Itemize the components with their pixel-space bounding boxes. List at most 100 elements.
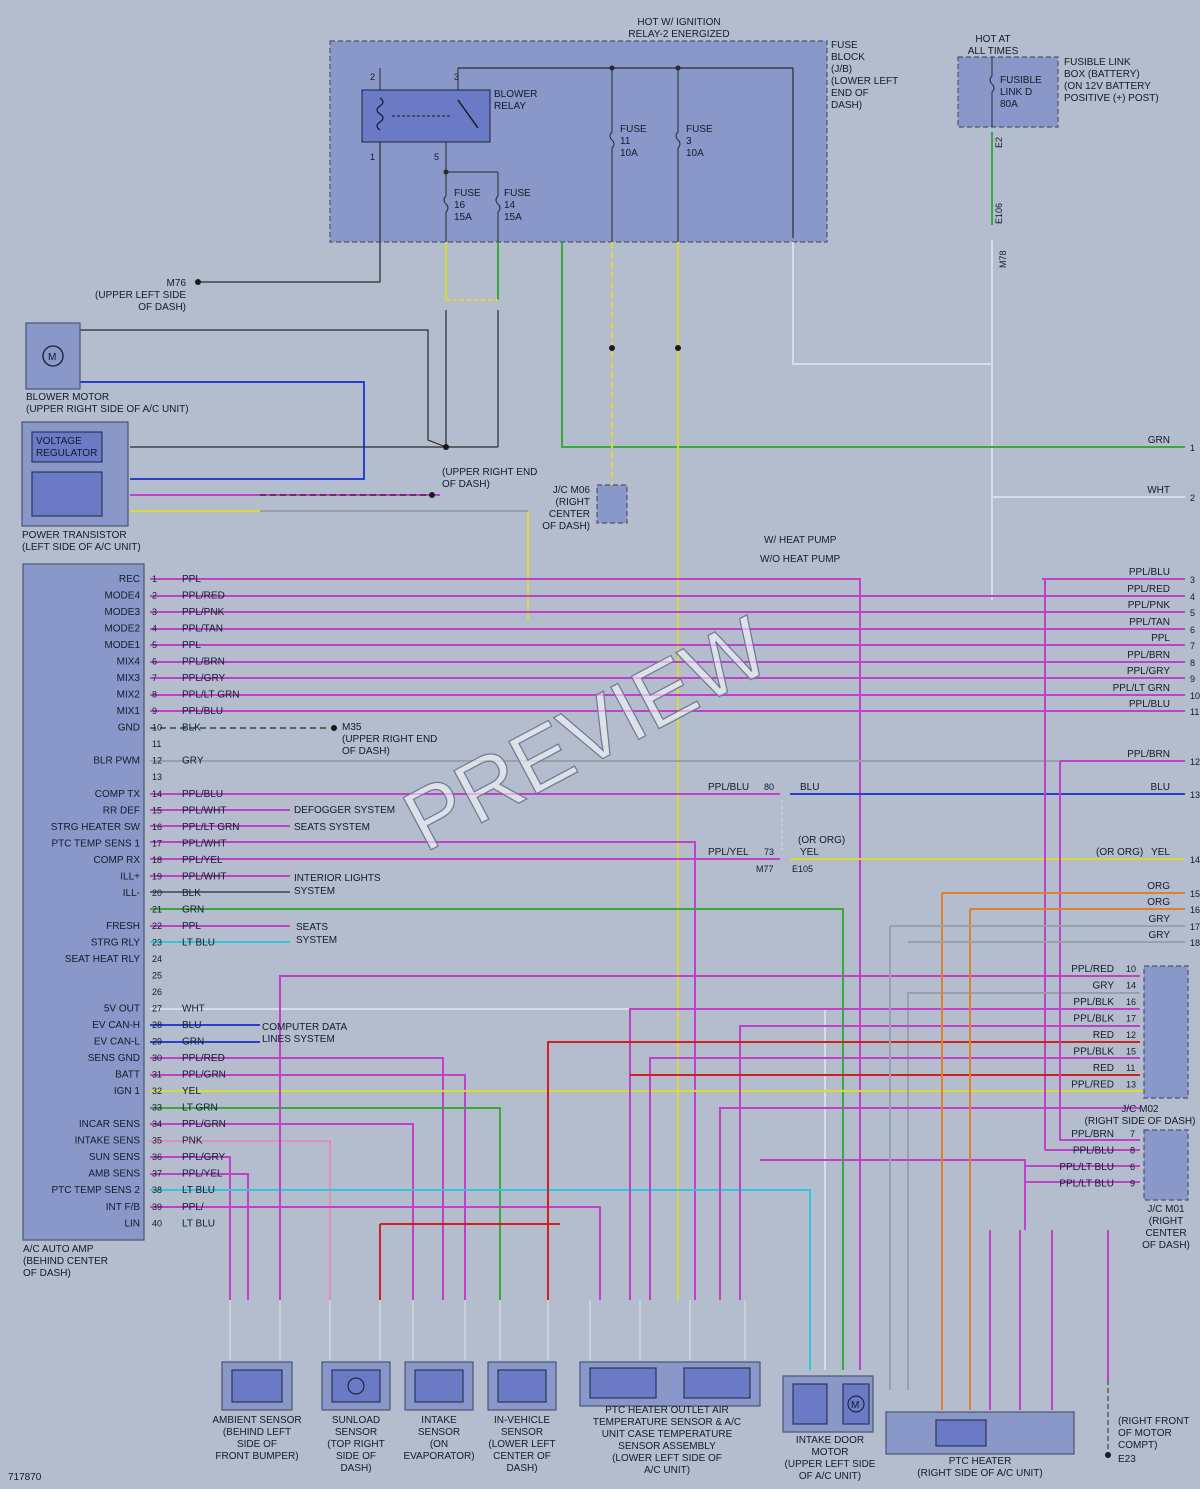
svg-text:OF DASH): OF DASH) xyxy=(1142,1240,1190,1251)
amp-pin-name: AMB SENS xyxy=(88,1169,140,1180)
jc-m02-pin: 14 xyxy=(1126,981,1136,991)
svg-text:14: 14 xyxy=(504,200,516,211)
amp-pin-name: MIX4 xyxy=(117,657,141,668)
svg-text:(UPPER RIGHT END: (UPPER RIGHT END xyxy=(442,467,537,478)
rail-wire-color: PPL/BRN xyxy=(1127,749,1170,760)
svg-text:FUSE: FUSE xyxy=(454,188,481,199)
svg-text:TEMPERATURE SENSOR & A/C: TEMPERATURE SENSOR & A/C xyxy=(593,1417,741,1428)
amp-pin-wire-color: PPL/LT GRN xyxy=(182,690,239,701)
svg-text:END OF: END OF xyxy=(831,88,869,99)
amp-pin-name: ILL+ xyxy=(120,871,140,882)
jc-m02-wire: PPL/BLK xyxy=(1073,997,1114,1008)
in-vehicle-sensor: IN-VEHICLE SENSOR (LOWER LEFT CENTER OF … xyxy=(487,1361,557,1474)
svg-text:DEFOGGER SYSTEM: DEFOGGER SYSTEM xyxy=(294,805,395,816)
rail-number: 4 xyxy=(1190,592,1195,602)
svg-text:SIDE OF: SIDE OF xyxy=(237,1439,277,1450)
m77-splice: PPL/BLU 80 BLU PPL/YEL 73 (OR ORG) YEL M… xyxy=(708,782,1143,874)
power-transistor: VOLTAGE REGULATOR POWER TRANSISTOR (LEFT… xyxy=(21,421,141,553)
amp-pin-name: GND xyxy=(118,723,140,734)
svg-text:REGULATOR: REGULATOR xyxy=(36,448,97,459)
svg-text:FUSE: FUSE xyxy=(686,124,713,135)
amp-pin-wire-color: PPL/WHT xyxy=(182,838,226,849)
amp-pin-name: MODE2 xyxy=(104,624,140,635)
fuse-block: FUSE BLOCK (J/B) (LOWER LEFT END OF DASH… xyxy=(329,40,898,243)
amp-pin-name: MODE4 xyxy=(104,591,140,602)
svg-text:IN-VEHICLE: IN-VEHICLE xyxy=(494,1415,550,1426)
rail-wire-color: PPL/GRY xyxy=(1127,666,1170,677)
svg-text:DASH): DASH) xyxy=(831,100,862,111)
amp-pin-number: 39 xyxy=(152,1202,162,1212)
rail-wire-color: PPL/RED xyxy=(1127,584,1170,595)
jc-m02-wire: PPL/BLK xyxy=(1073,1047,1114,1058)
svg-text:INTERIOR LIGHTS: INTERIOR LIGHTS xyxy=(294,873,381,884)
amp-pin-name: INT F/B xyxy=(106,1202,141,1213)
svg-text:M76: M76 xyxy=(167,278,187,289)
amp-pin-number: 18 xyxy=(152,855,162,865)
rail-number: 9 xyxy=(1190,674,1195,684)
amp-pin-number: 26 xyxy=(152,987,162,997)
right-rail: GRN1WHT2PPL/BLU3PPL/RED4PPL/PNK5PPL/TAN6… xyxy=(1113,435,1200,948)
svg-text:(LEFT SIDE OF A/C UNIT): (LEFT SIDE OF A/C UNIT) xyxy=(22,542,141,553)
svg-text:COMPT): COMPT) xyxy=(1118,1440,1157,1451)
svg-text:10A: 10A xyxy=(686,148,704,159)
rail-wire-color: PPL/BLU xyxy=(1129,699,1170,710)
jc-m02-pin: 12 xyxy=(1126,1030,1136,1040)
amp-pin-name: MIX2 xyxy=(117,690,141,701)
svg-text:BLOWER: BLOWER xyxy=(494,89,537,100)
svg-text:A/C AUTO AMP: A/C AUTO AMP xyxy=(23,1244,94,1255)
ground-m76: M76 (UPPER LEFT SIDE OF DASH) xyxy=(95,278,201,313)
amp-pin-wire-color: BLK xyxy=(182,723,201,734)
amp-pin-wire-color: PNK xyxy=(182,1136,203,1147)
fusible-link-box: FUSIBLE LINK D 80A FUSIBLE LINK BOX (BAT… xyxy=(957,56,1159,268)
blower-relay: BLOWER RELAY 2 3 1 5 xyxy=(361,68,537,162)
amp-pin-wire-color: PPL/PNK xyxy=(182,607,225,618)
amp-pin-wire-color: PPL/BRN xyxy=(182,657,225,668)
svg-text:E23: E23 xyxy=(1118,1454,1136,1465)
rail-wire-color: WHT xyxy=(1147,485,1170,496)
amp-pin-name: MODE3 xyxy=(104,607,140,618)
svg-text:10A: 10A xyxy=(620,148,638,159)
amp-pin-name: MIX3 xyxy=(117,673,141,684)
amp-pin-wire-color: PPL/GRN xyxy=(182,1119,226,1130)
svg-text:80: 80 xyxy=(764,782,774,792)
amp-pin-number: 15 xyxy=(152,805,162,815)
rail-wire-color: ORG xyxy=(1147,881,1170,892)
svg-text:SEATS SYSTEM: SEATS SYSTEM xyxy=(294,822,370,833)
amp-pin-number: 21 xyxy=(152,904,162,914)
jc-m02-pin: 16 xyxy=(1126,997,1136,1007)
jc-m02-wire: RED xyxy=(1093,1063,1114,1074)
svg-text:POSITIVE (+) POST): POSITIVE (+) POST) xyxy=(1064,93,1159,104)
amp-pin-name: IGN 1 xyxy=(114,1086,141,1097)
rail-number: 13 xyxy=(1190,790,1200,800)
amp-pin-number: 4 xyxy=(152,624,157,634)
svg-text:BLU: BLU xyxy=(800,782,819,793)
intake-door-motor: M INTAKE DOOR MOTOR (UPPER LEFT SIDE OF … xyxy=(782,1375,876,1482)
amp-pin-name: STRG HEATER SW xyxy=(51,822,141,833)
rail-number: 5 xyxy=(1190,608,1195,618)
svg-text:E2: E2 xyxy=(994,137,1004,148)
svg-text:AMBIENT SENSOR: AMBIENT SENSOR xyxy=(212,1415,301,1426)
rail-wire-color: GRY xyxy=(1149,930,1171,941)
svg-text:15A: 15A xyxy=(454,212,472,223)
amp-pin-name: COMP TX xyxy=(95,789,141,800)
svg-text:INTAKE: INTAKE xyxy=(421,1415,457,1426)
svg-text:OF DASH): OF DASH) xyxy=(138,302,186,313)
fuse-3: FUSE 3 10A xyxy=(675,68,713,242)
jc-m06: J/C M06 (RIGHT CENTER OF DASH) xyxy=(542,484,628,532)
amp-pin-number: 6 xyxy=(152,657,157,667)
amp-pin-name: INCAR SENS xyxy=(79,1119,140,1130)
fuse-11: FUSE 11 10A xyxy=(609,68,647,242)
amp-pin-wire-color: PPL/GRY xyxy=(182,673,225,684)
amp-pin-number: 11 xyxy=(152,739,161,749)
svg-text:(OR ORG): (OR ORG) xyxy=(1096,847,1143,858)
svg-text:ALL TIMES: ALL TIMES xyxy=(968,46,1019,57)
amp-pin-wire-color: PPL/LT GRN xyxy=(182,822,239,833)
jc-m01-wire: PPL/LT BLU xyxy=(1059,1179,1114,1190)
svg-text:CENTER: CENTER xyxy=(549,509,590,520)
svg-text:(BEHIND LEFT: (BEHIND LEFT xyxy=(223,1427,291,1438)
rail-number: 1 xyxy=(1190,443,1195,453)
amp-pin-wire-color: LT BLU xyxy=(182,1218,215,1229)
ptc-sensor-assembly: PTC HEATER OUTLET AIR TEMPERATURE SENSOR… xyxy=(579,1361,761,1476)
svg-text:(OR ORG): (OR ORG) xyxy=(798,835,845,846)
